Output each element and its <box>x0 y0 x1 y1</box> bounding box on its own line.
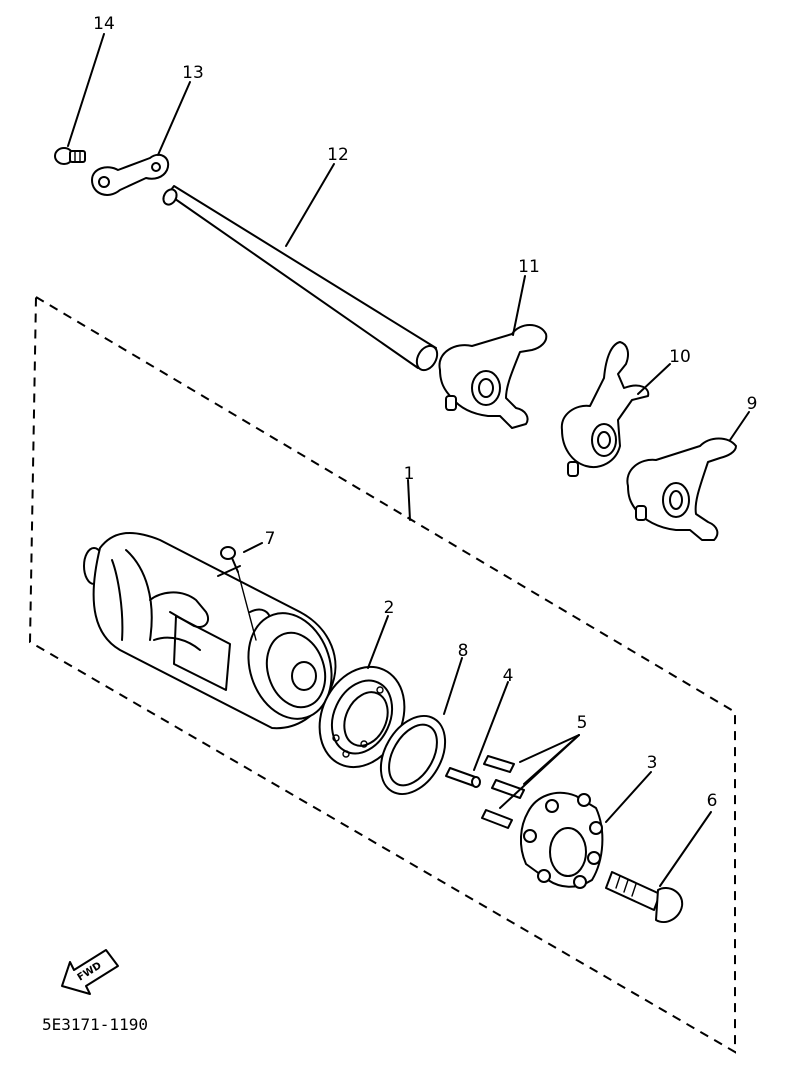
bearing-part <box>318 665 406 769</box>
callout-8: 8 <box>458 641 469 661</box>
pin-7-part <box>220 546 257 641</box>
leader-lines <box>67 33 750 887</box>
shift-fork-10-part <box>560 341 650 477</box>
shift-fork-11-part <box>438 324 548 429</box>
callout-1: 1 <box>404 464 415 484</box>
callout-10: 10 <box>669 347 691 367</box>
callout-11: 11 <box>518 257 540 277</box>
callout-13: 13 <box>182 63 204 83</box>
shift-shaft-part <box>162 185 439 372</box>
callout-9: 9 <box>747 394 758 414</box>
seal-ring-part <box>379 715 447 795</box>
screw-part <box>54 147 86 165</box>
bolt-part <box>605 871 684 924</box>
pins-5-part <box>481 755 525 829</box>
callout-5: 5 <box>577 713 588 733</box>
stopper-plate-part <box>91 153 170 196</box>
callout-4: 4 <box>503 666 514 686</box>
shift-fork-9-part <box>626 437 737 541</box>
callout-14: 14 <box>93 14 115 34</box>
forward-arrow-icon: FWD <box>61 949 119 995</box>
callout-3: 3 <box>647 753 658 773</box>
pin-4-part <box>445 767 481 788</box>
callout-2: 2 <box>384 598 395 618</box>
shift-drum-part <box>83 532 337 730</box>
callout-6: 6 <box>707 791 718 811</box>
callout-7: 7 <box>265 529 276 549</box>
segment-part <box>520 791 604 889</box>
diagram-code: 5E3171-1190 <box>42 1015 148 1034</box>
assembly-boundary <box>28 295 736 1054</box>
callout-12: 12 <box>327 145 349 165</box>
